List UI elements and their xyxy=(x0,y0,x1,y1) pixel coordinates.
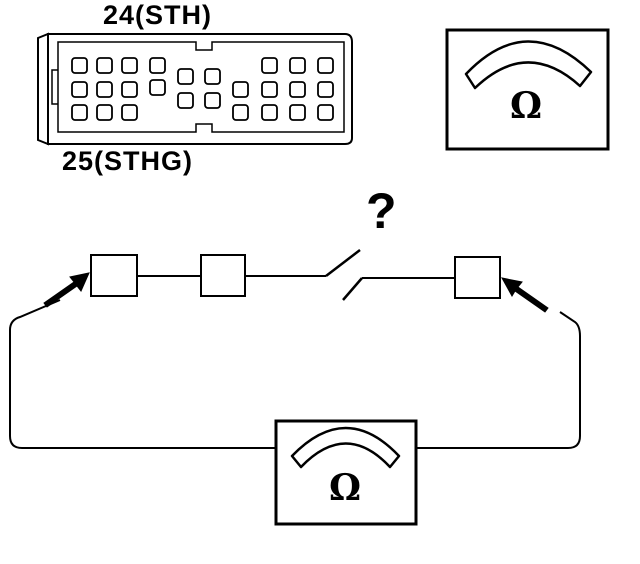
circuit-wires xyxy=(9,275,581,449)
open-switch-icon xyxy=(325,249,363,301)
pin-label-sth: 24(STH) xyxy=(103,0,213,30)
connector-icon xyxy=(37,32,353,146)
question-mark-icon: ? xyxy=(366,183,397,239)
probe-arrow-left-icon xyxy=(43,272,90,308)
terminal-c xyxy=(454,256,501,299)
ohm-symbol-top: Ω xyxy=(510,85,543,127)
probe-arrow-right-icon xyxy=(501,277,549,313)
pin-label-sthg: 25(STHG) xyxy=(62,146,194,176)
ohmmeter-top-icon xyxy=(445,28,610,151)
ohm-symbol-bottom: Ω xyxy=(329,467,362,509)
terminal-boxes xyxy=(90,254,501,299)
terminal-b xyxy=(200,254,246,297)
terminal-a xyxy=(90,254,138,297)
connector-pins xyxy=(71,57,334,121)
ohmmeter-bottom-icon xyxy=(274,419,418,526)
